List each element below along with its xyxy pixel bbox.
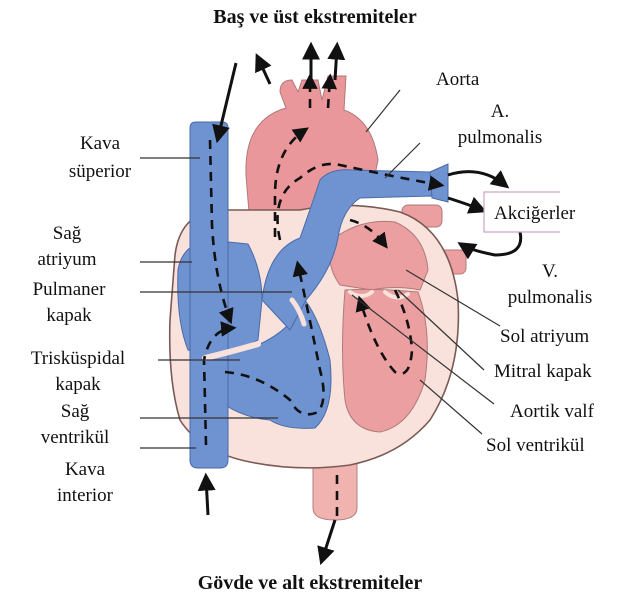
label-a-pulmonalis: A. pulmonalis — [440, 100, 560, 149]
label-sag-ventrikul: Sağ ventrikül — [20, 400, 130, 449]
label-sol-atriyum: Sol atriyum — [500, 325, 589, 348]
title-top: Baş ve üst ekstremiteler — [150, 6, 480, 29]
label-aorta: Aorta — [436, 68, 479, 91]
label-akcigerler: Akciğerler — [494, 202, 575, 225]
label-kava-superior: Kava süperior — [40, 132, 160, 183]
label-pulmaner-kapak: Pulmaner kapak — [10, 278, 128, 327]
label-v-pulmonalis: V. pulmonalis — [490, 260, 610, 309]
label-triskuspidal-kapak: Trisküspidal kapak — [8, 347, 148, 396]
label-kava-interior: Kava interior — [30, 458, 140, 507]
label-aortik-valf: Aortik valf — [510, 400, 594, 423]
title-bottom: Gövde ve alt ekstremiteler — [120, 572, 500, 595]
vena-cava — [190, 122, 228, 468]
label-sag-atriyum: Sağ atriyum — [22, 222, 112, 271]
label-mitral-kapak: Mitral kapak — [494, 360, 592, 383]
label-sol-ventrikul: Sol ventrikül — [486, 434, 585, 457]
